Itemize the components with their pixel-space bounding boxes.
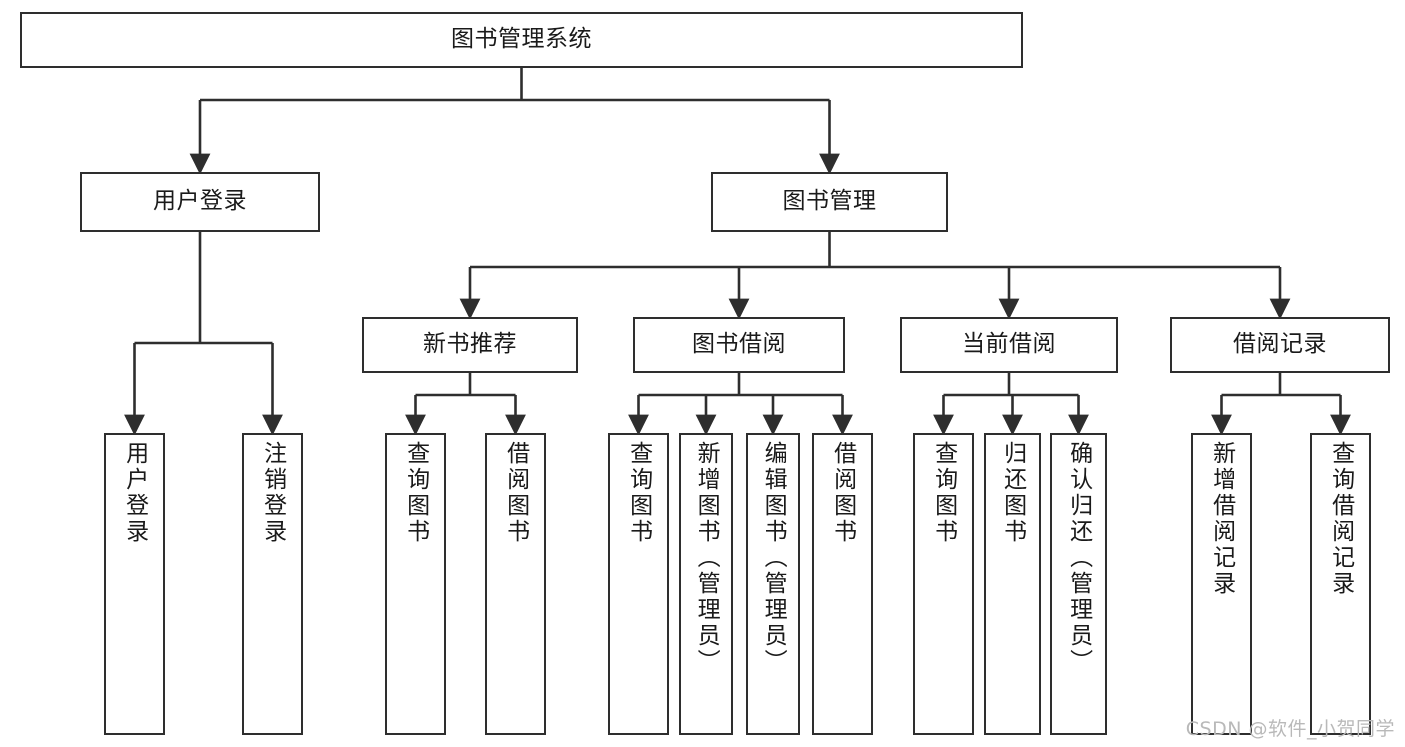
node-label: 借阅记录 (1233, 331, 1327, 358)
node-new-book-recommend[interactable]: 新书推荐 (362, 317, 578, 373)
node-user-login[interactable]: 用户登录 (80, 172, 320, 232)
node-leaf-edit-book-admin[interactable]: 编辑图书（管理员） (746, 433, 800, 735)
node-current-borrow[interactable]: 当前借阅 (900, 317, 1118, 373)
node-book-borrow[interactable]: 图书借阅 (633, 317, 845, 373)
node-label: 用户登录 (121, 441, 148, 545)
node-label: 查询图书 (930, 441, 957, 545)
node-leaf-borrow-book-1[interactable]: 借阅图书 (485, 433, 546, 735)
node-label: 新增图书（管理员） (693, 441, 720, 675)
node-label: 图书管理系统 (451, 26, 592, 53)
node-leaf-borrow-book-2[interactable]: 借阅图书 (812, 433, 873, 735)
node-label: 借阅图书 (502, 441, 529, 545)
node-leaf-confirm-return-admin[interactable]: 确认归还（管理员） (1050, 433, 1107, 735)
node-label: 新增借阅记录 (1208, 441, 1235, 597)
node-leaf-query-borrow-record[interactable]: 查询借阅记录 (1310, 433, 1371, 735)
node-label: 归还图书 (999, 441, 1026, 545)
node-label: 用户登录 (153, 188, 247, 215)
node-label: 当前借阅 (962, 331, 1056, 358)
node-label: 图书借阅 (692, 331, 786, 358)
node-label: 查询借阅记录 (1327, 441, 1354, 597)
node-leaf-return-book[interactable]: 归还图书 (984, 433, 1041, 735)
node-leaf-query-book-2[interactable]: 查询图书 (608, 433, 669, 735)
node-borrow-record[interactable]: 借阅记录 (1170, 317, 1390, 373)
node-label: 借阅图书 (829, 441, 856, 545)
node-leaf-logout[interactable]: 注销登录 (242, 433, 303, 735)
node-label: 编辑图书（管理员） (760, 441, 787, 675)
node-leaf-add-book-admin[interactable]: 新增图书（管理员） (679, 433, 733, 735)
node-label: 新书推荐 (423, 331, 517, 358)
node-label: 注销登录 (259, 441, 286, 545)
node-label: 查询图书 (402, 441, 429, 545)
node-leaf-query-book-3[interactable]: 查询图书 (913, 433, 974, 735)
node-book-manage[interactable]: 图书管理 (711, 172, 948, 232)
node-label: 查询图书 (625, 441, 652, 545)
node-label: 确认归还（管理员） (1065, 441, 1092, 675)
node-label: 图书管理 (782, 188, 877, 215)
node-root[interactable]: 图书管理系统 (20, 12, 1023, 68)
node-leaf-query-book-1[interactable]: 查询图书 (385, 433, 446, 735)
node-leaf-user-login[interactable]: 用户登录 (104, 433, 165, 735)
node-leaf-add-borrow-record[interactable]: 新增借阅记录 (1191, 433, 1252, 735)
watermark-text: CSDN @软件_小贺同学 (1185, 718, 1395, 740)
